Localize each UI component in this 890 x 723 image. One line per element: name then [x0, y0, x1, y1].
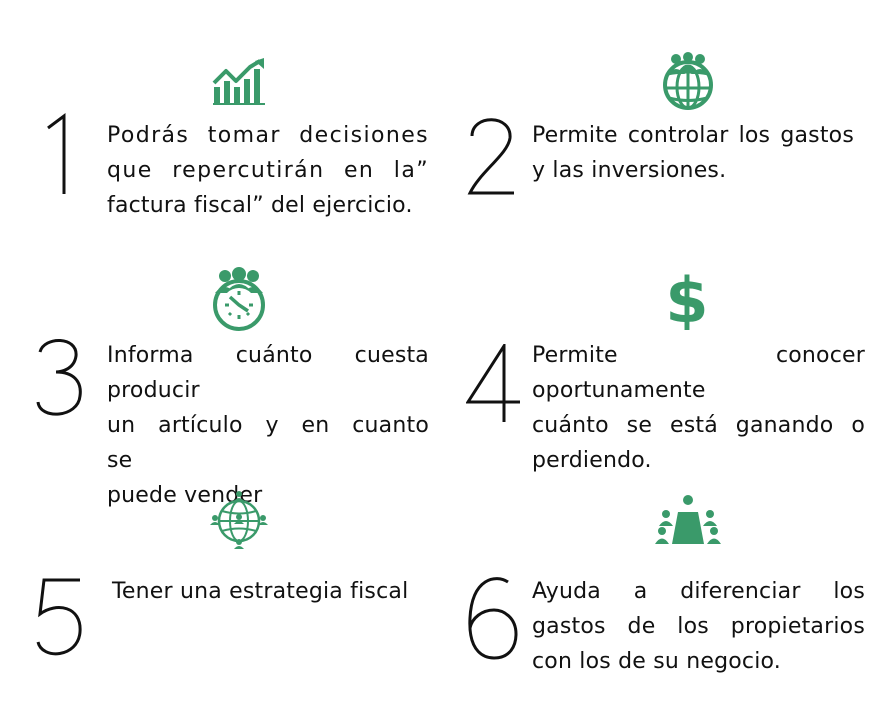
svg-text:$: $ [665, 270, 708, 330]
global-team-icon [660, 52, 716, 110]
item-number [34, 336, 86, 423]
benefit-text: Permite controlar los gastos y las inver… [532, 118, 854, 188]
meeting-icon [654, 494, 722, 546]
benefit-text: Podrás tomar decisiones que repercutirán… [107, 118, 429, 223]
text-line: Podrás tomar decisiones [107, 123, 429, 148]
benefit-text: Permite conocer oportunamente cuánto se … [532, 338, 865, 478]
benefit-text: Ayuda a diferenciar los gastos de los pr… [532, 574, 865, 679]
item-number [465, 340, 522, 427]
text-line: puede vender [107, 483, 263, 508]
text-line: un artículo y en cuanto se [107, 413, 429, 473]
text-line: cuánto se está ganando o [532, 413, 865, 438]
text-line: que repercutirán en la” [107, 158, 429, 183]
growth-chart-icon [212, 57, 266, 105]
network-globe-icon [210, 490, 268, 552]
text-line: perdiendo. [532, 448, 652, 473]
item-number [466, 576, 520, 663]
text-line: Permite conocer oportunamente [532, 343, 865, 403]
dollar-icon: $ [664, 270, 710, 330]
text-line: Informa cuánto cuesta producir [107, 343, 429, 403]
text-line: Tener una estrategia fiscal [112, 579, 409, 604]
text-line: y las inversiones. [532, 158, 727, 183]
team-clock-icon [210, 267, 268, 331]
text-line: Permite controlar los gastos [532, 123, 854, 148]
item-number [34, 576, 86, 663]
benefit-text: Tener una estrategia fiscal [112, 574, 434, 609]
text-line: Ayuda a diferenciar los [532, 579, 865, 604]
item-number [40, 112, 80, 201]
benefit-text: Informa cuánto cuesta producir un artícu… [107, 338, 429, 513]
text-line: gastos de los propietarios [532, 614, 865, 639]
text-line: con los de su negocio. [532, 649, 781, 674]
text-line: factura fiscal” del ejercicio. [107, 193, 413, 218]
item-number [466, 116, 516, 199]
